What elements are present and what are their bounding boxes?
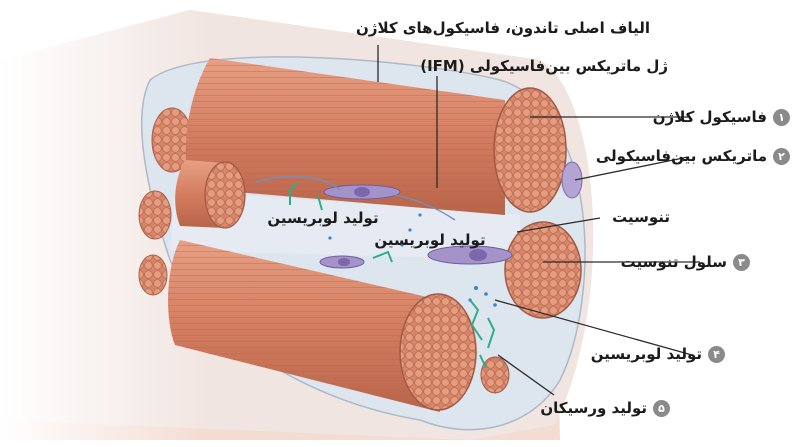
label-ifm-gel: ژل ماتریکس بین‌فاسیکولی (IFM) — [420, 57, 668, 75]
leader-lines — [377, 45, 700, 396]
label-lubricin-inner-b: تولید لوبریسین — [374, 231, 486, 249]
label-lubricin-inner-a: تولید لوبریسین — [267, 209, 379, 227]
versican-dots — [328, 213, 497, 307]
badge-4: ۴ — [708, 346, 725, 363]
label-versican-5: ۵ تولید ورسیکان — [500, 398, 670, 418]
badge-2: ۲ — [773, 148, 790, 165]
label-matrix-2-text: ماتریکس بین‌فاسیکولی — [595, 147, 767, 165]
label-fascicle-1: ۱ فاسیکول کلاژن — [560, 107, 790, 127]
lubricin-secretion — [289, 182, 496, 369]
label-tenocyte-cell-3-text: سلول تنوسیت — [620, 253, 727, 271]
badge-3: ۳ — [733, 254, 750, 271]
label-tenocyte-cell-3: ۳ سلول تنوسیت — [560, 252, 750, 272]
label-matrix-2: ۲ ماتریکس بین‌فاسیکولی — [560, 146, 790, 166]
tenocyte-cells — [254, 175, 513, 269]
fascicle-right — [504, 161, 583, 319]
label-lubricin-4: ۴ تولید لوبریسین — [560, 344, 725, 364]
fascicle-middle-left — [175, 160, 246, 229]
badge-5: ۵ — [653, 400, 670, 417]
label-fascicle-1-text: فاسیکول کلاژن — [652, 108, 767, 126]
label-tenocyte: تنوسیت — [612, 208, 670, 226]
label-primary-fibers: الیاف اصلی تاندون، فاسیکول‌های کلاژن — [356, 19, 650, 37]
badge-1: ۱ — [773, 109, 790, 126]
fascicle-bottom — [168, 240, 510, 412]
fascicle-top — [185, 58, 567, 215]
label-versican-5-text: تولید ورسیکان — [540, 399, 647, 417]
label-lubricin-4-text: تولید لوبریسین — [590, 345, 702, 363]
